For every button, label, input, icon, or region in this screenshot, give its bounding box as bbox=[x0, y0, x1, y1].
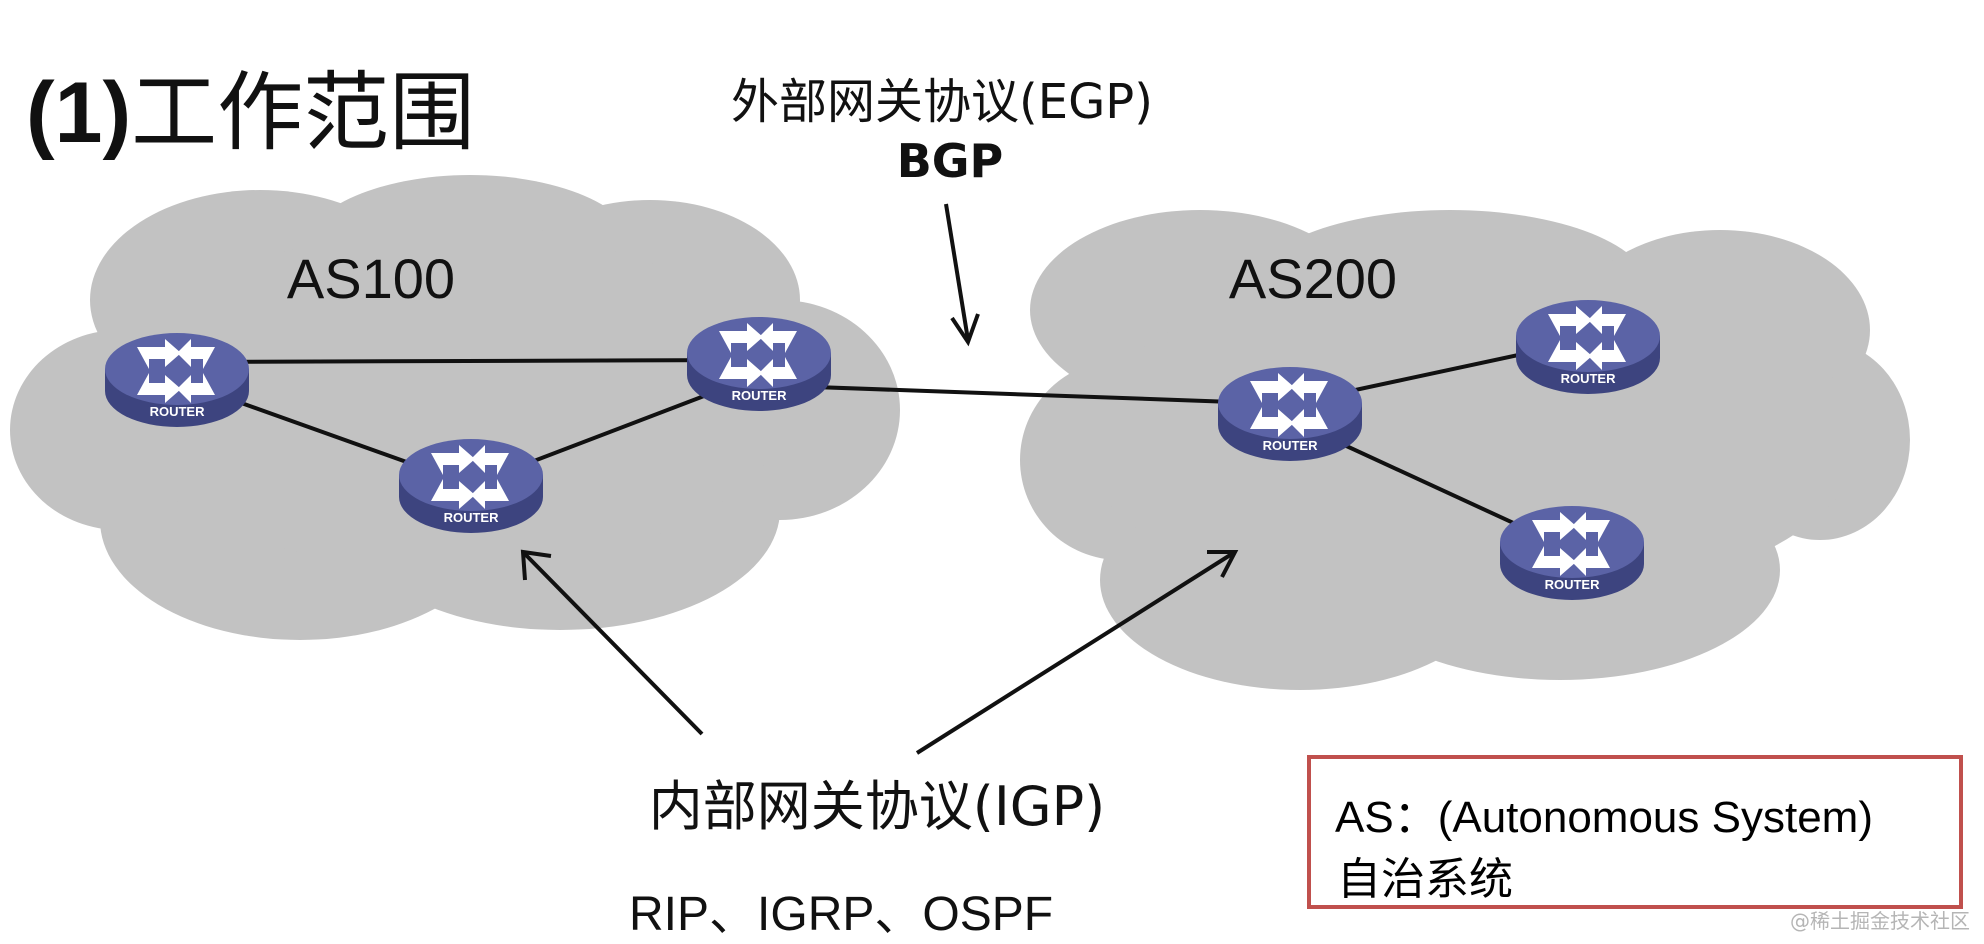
bgp-label: BGP bbox=[896, 134, 1004, 188]
igp-protocols: RIP、IGRP、OSPF bbox=[629, 888, 1054, 941]
igp-arrow-as100 bbox=[520, 549, 704, 736]
router-label: ROUTER bbox=[732, 388, 788, 403]
router-icon: ROUTER bbox=[1218, 367, 1362, 461]
igp-arrow-as200 bbox=[915, 550, 1239, 755]
egp-label: 外部网关协议(EGP) bbox=[731, 74, 1153, 130]
as100-label: AS100 bbox=[286, 247, 456, 310]
page-title: (1)工作范围 bbox=[26, 42, 475, 167]
as200-label: AS200 bbox=[1228, 247, 1398, 310]
router-icon: ROUTER bbox=[1500, 506, 1644, 600]
igp-label: 内部网关协议(IGP) bbox=[648, 775, 1106, 838]
router-label: ROUTER bbox=[444, 510, 500, 525]
router-icon: ROUTER bbox=[687, 317, 831, 411]
router-icon: ROUTER bbox=[105, 333, 249, 427]
watermark: @稀土掘金技术社区 bbox=[1790, 909, 1970, 933]
as-definition-cn: 自治系统 bbox=[1337, 854, 1513, 905]
router-label: ROUTER bbox=[1545, 577, 1601, 592]
title-number: (1) bbox=[26, 65, 132, 161]
router-label: ROUTER bbox=[1263, 438, 1319, 453]
cloud-as200 bbox=[1020, 210, 1910, 690]
as-definition-box: AS：(Autonomous System) 自治系统 bbox=[1307, 755, 1963, 909]
title-text: 工作范围 bbox=[131, 65, 476, 161]
router-label: ROUTER bbox=[1561, 371, 1617, 386]
router-icon: ROUTER bbox=[1516, 300, 1660, 394]
bgp-arrow bbox=[944, 203, 980, 347]
router-label: ROUTER bbox=[150, 404, 206, 419]
as-definition-en: AS：(Autonomous System) bbox=[1335, 793, 1873, 842]
router-icon: ROUTER bbox=[399, 439, 543, 533]
